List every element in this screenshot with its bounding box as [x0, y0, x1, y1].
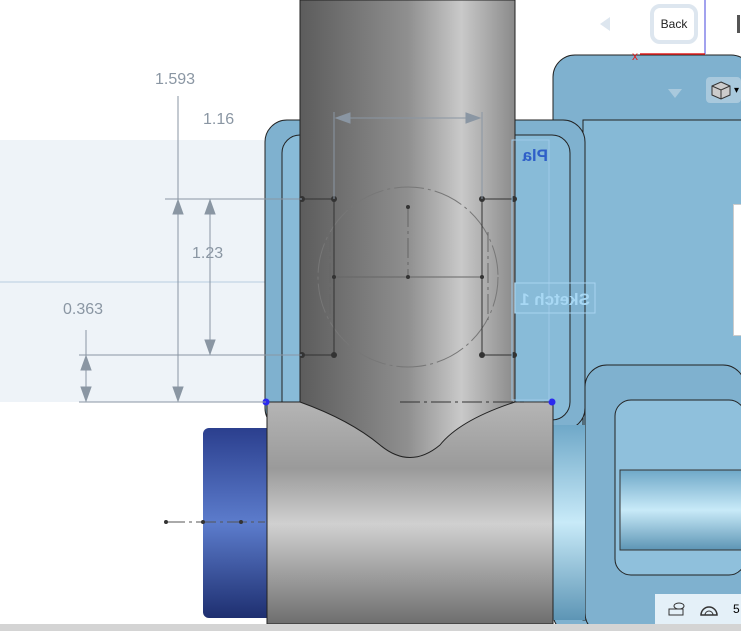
shaft	[299, 0, 516, 458]
sketch-label-frame	[514, 282, 596, 314]
view-dropdown-icon[interactable]	[668, 89, 682, 98]
more-tool-icon[interactable]: 5	[733, 602, 740, 616]
view-cube-icon	[711, 81, 731, 100]
measure-toolbar: 5	[655, 594, 741, 624]
protractor-icon[interactable]	[699, 601, 719, 617]
status-bar	[0, 624, 741, 631]
tape-measure-icon[interactable]	[667, 601, 685, 617]
dimension-height[interactable]: 1.23	[192, 245, 223, 262]
pin	[619, 469, 741, 551]
dimension-width[interactable]: 1.16	[203, 111, 234, 128]
knob	[203, 428, 273, 618]
nav-prev-icon[interactable]	[600, 17, 610, 31]
plane-label[interactable]: Pla	[522, 146, 548, 165]
dimension-overall-height[interactable]: 1.593	[155, 71, 195, 88]
side-panel[interactable]	[733, 204, 741, 336]
back-button[interactable]: Back	[650, 4, 698, 44]
svg-text:x: x	[632, 49, 638, 63]
dimension-lines	[79, 96, 483, 403]
plane-label-frame	[511, 139, 550, 401]
dimension-offset[interactable]: 0.363	[63, 301, 103, 318]
sketch-circle	[317, 186, 499, 368]
chevron-down-icon[interactable]: ▾	[734, 84, 740, 96]
sketch-label[interactable]: Sketch 1	[520, 290, 590, 309]
view-cube-button[interactable]: ▾	[706, 77, 741, 103]
